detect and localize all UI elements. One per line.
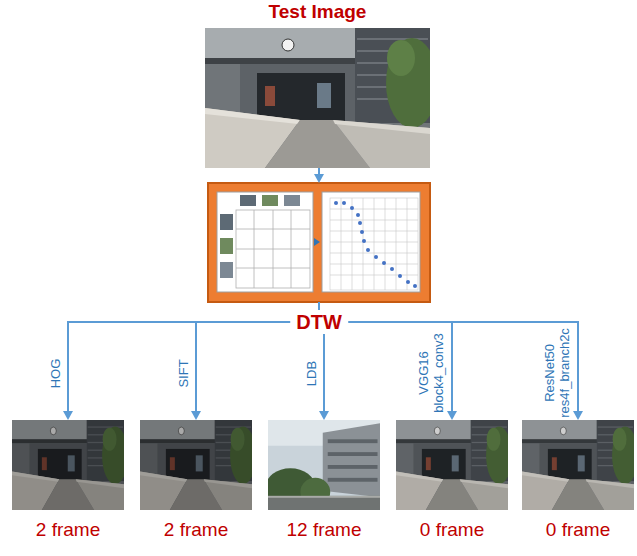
node-heading: Test Image <box>125 0 510 24</box>
feature-label: VGG16 block4_conv3 <box>417 328 447 418</box>
connector <box>319 302 583 420</box>
photo-node: Test Image <box>205 28 430 168</box>
result-frame: 0 frame <box>522 420 634 510</box>
connector <box>314 168 324 183</box>
text-holder: 0 frame <box>512 518 637 542</box>
text-holder: 12 frame <box>258 518 390 542</box>
result-frame: 2 frame <box>12 420 124 510</box>
text-holder: 2 frame <box>2 518 134 542</box>
connector-line <box>318 168 320 174</box>
arrow-head <box>573 411 583 420</box>
result-frame: 2 frame <box>140 420 252 510</box>
connector-line <box>68 302 319 411</box>
node-heading: 0 frame <box>386 518 518 542</box>
node-heading: 2 frame <box>130 518 262 542</box>
result-photos <box>12 420 637 510</box>
arrow-head <box>314 174 324 183</box>
node-heading: 0 frame <box>512 518 637 542</box>
dtw-box: DTW <box>208 183 430 302</box>
arrow-head <box>319 411 329 420</box>
dtw-illustration <box>208 183 430 302</box>
result-frame: 12 frame <box>268 420 380 510</box>
node-heading: 12 frame <box>258 518 390 542</box>
feature-label: ResNet50 res4f_branch2c <box>543 328 573 418</box>
arrow-head <box>63 411 73 420</box>
text-holder: 0 frame <box>386 518 518 542</box>
text-holder: 2 frame <box>130 518 262 542</box>
text-holder: DTW <box>290 310 348 334</box>
node-heading: 2 frame <box>2 518 134 542</box>
text-holder: Test Image <box>125 0 510 24</box>
feature-label: SIFT <box>176 328 191 418</box>
connector-line <box>319 302 578 411</box>
feature-label: HOG <box>48 328 63 418</box>
node-heading: DTW <box>296 310 342 334</box>
feature-label: LDB <box>304 328 319 418</box>
arrow-head <box>191 411 201 420</box>
test-photo <box>205 28 438 168</box>
connector <box>63 302 319 420</box>
result-frame: 0 frame <box>396 420 508 510</box>
arrow-head <box>447 411 457 420</box>
